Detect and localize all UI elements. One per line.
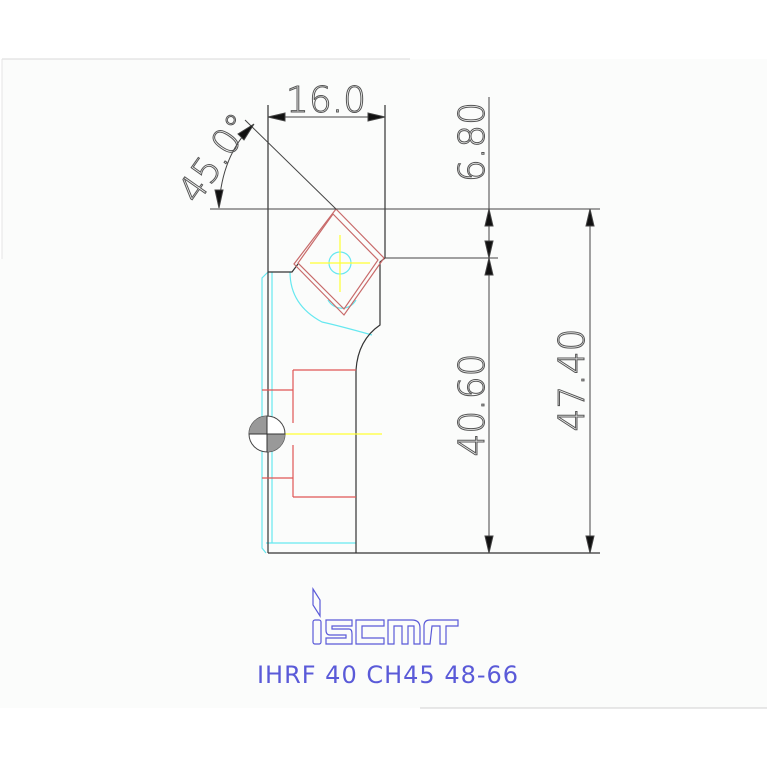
dim-offset-top: 6.80 <box>452 102 493 182</box>
dim-height-total: 47.40 <box>552 328 593 431</box>
section-marker <box>248 415 286 453</box>
iscar-logo <box>312 586 459 645</box>
part-number-label: IHRF 40 CH45 48-66 <box>257 661 519 689</box>
insert <box>293 208 385 316</box>
centerlines <box>268 235 382 435</box>
dim-width-top: 16.0 <box>286 80 366 121</box>
drawing-sheet <box>0 58 767 709</box>
dimension-lines <box>210 97 600 554</box>
coolant-channels <box>262 369 356 498</box>
dim-height-lower: 40.60 <box>452 353 493 456</box>
